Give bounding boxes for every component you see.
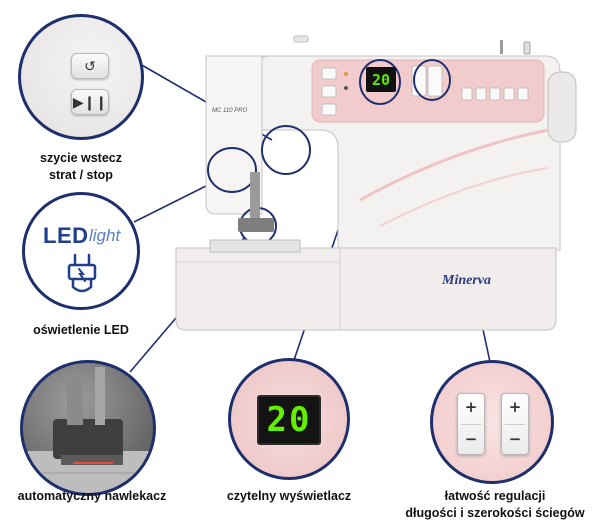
threader-photo — [23, 367, 153, 493]
caption-line: długości i szerokości ściegów — [405, 506, 585, 520]
caption-reverse-stop: szycie wstecz strat / stop — [16, 150, 146, 184]
minus-icon: − — [508, 430, 522, 448]
display-panel: 20 — [257, 395, 321, 445]
zoom-stitch-adjust: + − + − — [430, 360, 554, 484]
machine-base — [175, 247, 557, 331]
caption-led: oświetlenie LED — [33, 323, 129, 337]
caption-display: czytelny wyświetlacz — [226, 489, 352, 503]
swoosh-decoration — [359, 128, 549, 202]
plus-icon: + — [464, 398, 478, 416]
reverse-button: ↺ — [71, 53, 109, 79]
led-word: LED — [43, 223, 89, 248]
spool-pin — [293, 35, 309, 43]
zoom-display: 20 — [228, 358, 350, 480]
zoom-auto-threader — [20, 360, 156, 496]
caption-line: szycie wstecz — [40, 151, 122, 165]
button-divider — [505, 424, 525, 425]
handwheel — [547, 71, 577, 143]
zoom-reverse-stop: ↺ ▶❙❙ — [18, 14, 144, 140]
caption-line: łatwość regulacji — [444, 489, 546, 503]
button-divider — [461, 424, 481, 425]
needle-bar — [250, 172, 260, 224]
model-label: MC 110 PRO — [212, 108, 248, 114]
reverse-icon: ↺ — [84, 57, 96, 74]
machine-display: 20 — [366, 67, 396, 92]
presser-foot — [238, 218, 274, 232]
panel-led — [344, 86, 348, 90]
needle-plate — [209, 239, 301, 253]
caption-adjust: łatwość regulacji długości i szerokości … — [402, 488, 588, 522]
spool-pin-rear — [500, 40, 503, 54]
caption-line: strat / stop — [49, 168, 113, 182]
stitch-length-button: + − — [457, 393, 485, 455]
panel-led-orange — [344, 72, 348, 76]
display-digits: 20 — [266, 400, 312, 440]
zoom-led-light: LED light — [22, 192, 140, 310]
machine-head — [205, 55, 263, 215]
minus-icon: − — [464, 430, 478, 448]
caption-threader: automatyczny nawlekacz — [17, 489, 167, 503]
play-pause-icon: ▶❙❙ — [72, 93, 108, 110]
spool-pin-rear-2 — [523, 41, 531, 55]
stitch-width-button: + − — [501, 393, 529, 455]
start-stop-button: ▶❙❙ — [71, 89, 109, 115]
panel-buttons — [321, 65, 529, 116]
led-bulb-icon — [67, 253, 97, 293]
swoosh-decoration-2 — [379, 167, 549, 227]
brand-logo: Minerva — [442, 273, 491, 288]
led-suffix: light — [89, 226, 121, 245]
plus-icon: + — [508, 398, 522, 416]
